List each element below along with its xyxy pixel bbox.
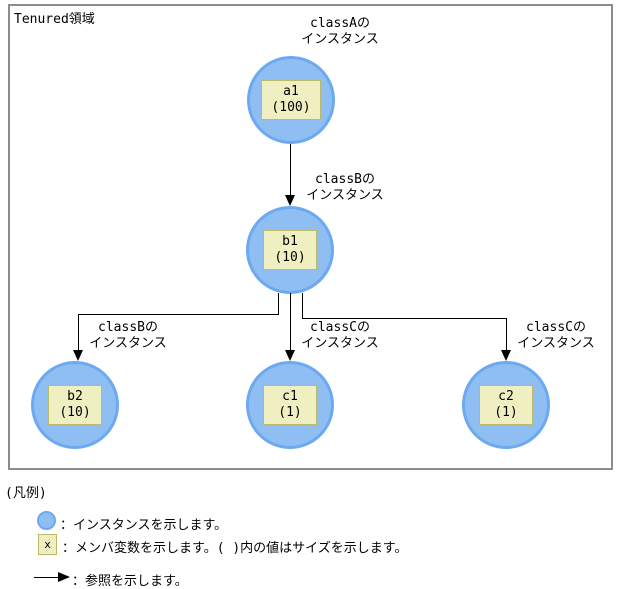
region-title: Tenured領域 xyxy=(14,12,95,27)
member-name: c1 xyxy=(282,389,298,404)
reference-arrowhead-icon xyxy=(58,572,70,582)
instance-node-a1: a1 (100) xyxy=(247,56,335,144)
arrowhead-icon-b1 xyxy=(285,195,295,206)
reference-arrow-icon xyxy=(34,577,60,578)
legend-item-instance: ：インスタンスを示します。 xyxy=(60,518,228,533)
instance-node-c1: c1 (1) xyxy=(246,361,334,449)
member-variable-box-icon: x xyxy=(38,534,57,555)
instance-node-c2: c2 (1) xyxy=(462,361,550,449)
member-name: b2 xyxy=(67,389,83,404)
reference-line-b1-b2-horizontal xyxy=(78,314,279,315)
member-size: (10) xyxy=(59,405,91,420)
member-name: c2 xyxy=(498,389,514,404)
label-line2: インスタンス xyxy=(301,336,379,351)
label-classB-instance-b1: classBの インスタンス xyxy=(295,172,395,204)
label-line1: classCの xyxy=(310,320,370,335)
member-variable-box-a1: a1 (100) xyxy=(261,80,321,120)
member-name: a1 xyxy=(283,84,299,99)
member-variable-box-b2: b2 (10) xyxy=(48,385,102,425)
label-line1: classCの xyxy=(526,320,586,335)
label-line1: classBの xyxy=(98,320,158,335)
label-line2: インスタンス xyxy=(517,336,595,351)
reference-line-b1-b2-vertical xyxy=(78,314,79,350)
legend-item-member-variable: ：メンバ変数を示します。( )内の値はサイズを示します。 xyxy=(62,541,408,556)
label-classC-instance-c1: classCの インスタンス xyxy=(290,320,390,352)
member-box-icon-label: x xyxy=(44,538,51,551)
member-size: (1) xyxy=(278,405,302,420)
member-variable-box-c2: c2 (1) xyxy=(479,385,533,425)
label-line2: インスタンス xyxy=(301,32,379,47)
reference-line-b1-c1 xyxy=(290,293,291,350)
arrowhead-icon-c2 xyxy=(501,350,511,361)
label-line1: classBの xyxy=(315,172,375,187)
member-size: (100) xyxy=(271,100,311,115)
label-classC-instance-c2: classCの インスタンス xyxy=(506,320,606,352)
label-classB-instance-b2: classBの インスタンス xyxy=(78,320,178,352)
arrowhead-icon-c1 xyxy=(285,350,295,361)
reference-stub-right xyxy=(302,293,303,318)
member-size: (10) xyxy=(274,250,306,265)
legend-title: (凡例) xyxy=(5,486,47,501)
reference-line-a1-b1 xyxy=(290,144,291,196)
instance-circle-icon xyxy=(37,511,56,530)
label-line1: classAの xyxy=(310,16,370,31)
reference-line-b1-c2-vertical xyxy=(506,318,507,350)
reference-stub-left xyxy=(278,293,279,314)
reference-line-b1-c2-horizontal xyxy=(302,318,507,319)
label-line2: インスタンス xyxy=(306,188,384,203)
instance-node-b2: b2 (10) xyxy=(31,361,119,449)
member-size: (1) xyxy=(494,405,518,420)
label-classA-instance: classAの インスタンス xyxy=(290,16,390,48)
instance-node-b1: b1 (10) xyxy=(246,206,334,294)
member-name: b1 xyxy=(282,234,298,249)
member-variable-box-c1: c1 (1) xyxy=(263,385,317,425)
legend-item-reference: ：参照を示します。 xyxy=(72,574,188,589)
label-line2: インスタンス xyxy=(89,336,167,351)
arrowhead-icon-b2 xyxy=(73,350,83,361)
member-variable-box-b1: b1 (10) xyxy=(263,230,317,270)
